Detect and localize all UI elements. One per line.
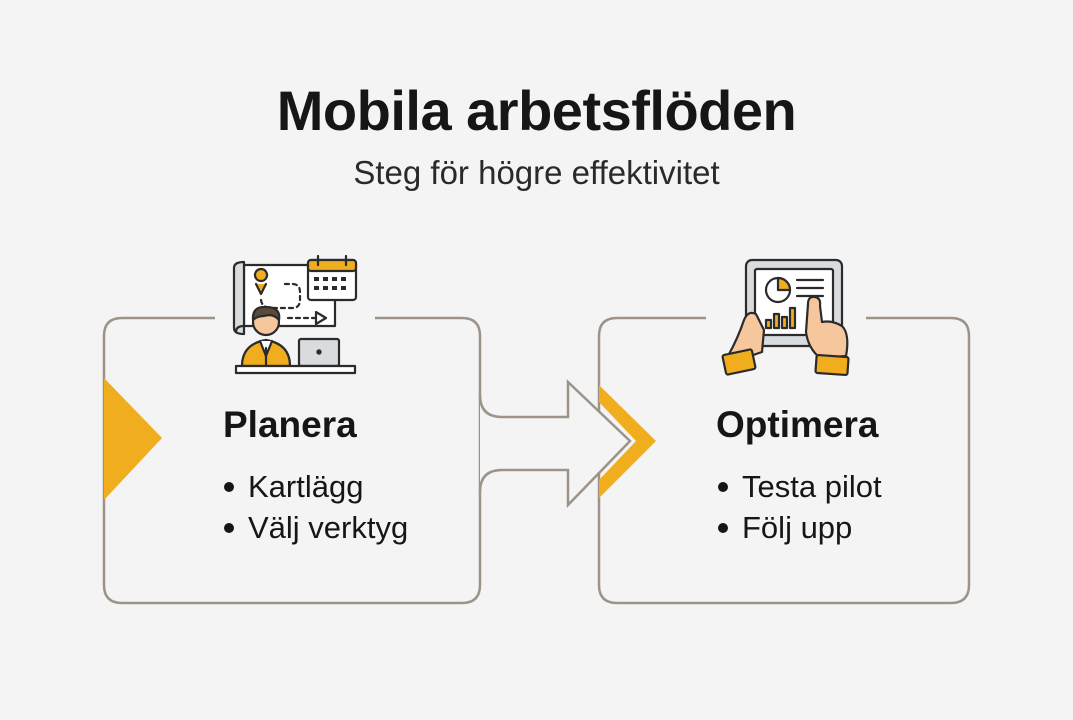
list-item: Testa pilot — [716, 466, 882, 507]
list-item: Välj verktyg — [222, 507, 408, 548]
step-planera-bullets: Kartlägg Välj verktyg — [222, 466, 408, 548]
list-item: Följ upp — [716, 507, 882, 548]
step-optimera-heading: Optimera — [716, 404, 879, 445]
page-subtitle: Steg för högre effektivitet — [353, 154, 720, 191]
tablet-analytics-icon — [721, 258, 850, 377]
step-planera-box — [102, 316, 482, 605]
step-planera-marker — [104, 378, 162, 500]
step-optimera-bullets: Testa pilot Följ upp — [716, 466, 882, 548]
step-optimera-chevron — [599, 385, 656, 498]
step-optimera-box — [597, 316, 971, 605]
page-title: Mobila arbetsflöden — [276, 79, 797, 142]
list-item: Kartlägg — [222, 466, 408, 507]
flow-arrow — [478, 379, 632, 509]
step-planera-heading: Planera — [223, 404, 357, 445]
planning-icon — [232, 254, 358, 375]
